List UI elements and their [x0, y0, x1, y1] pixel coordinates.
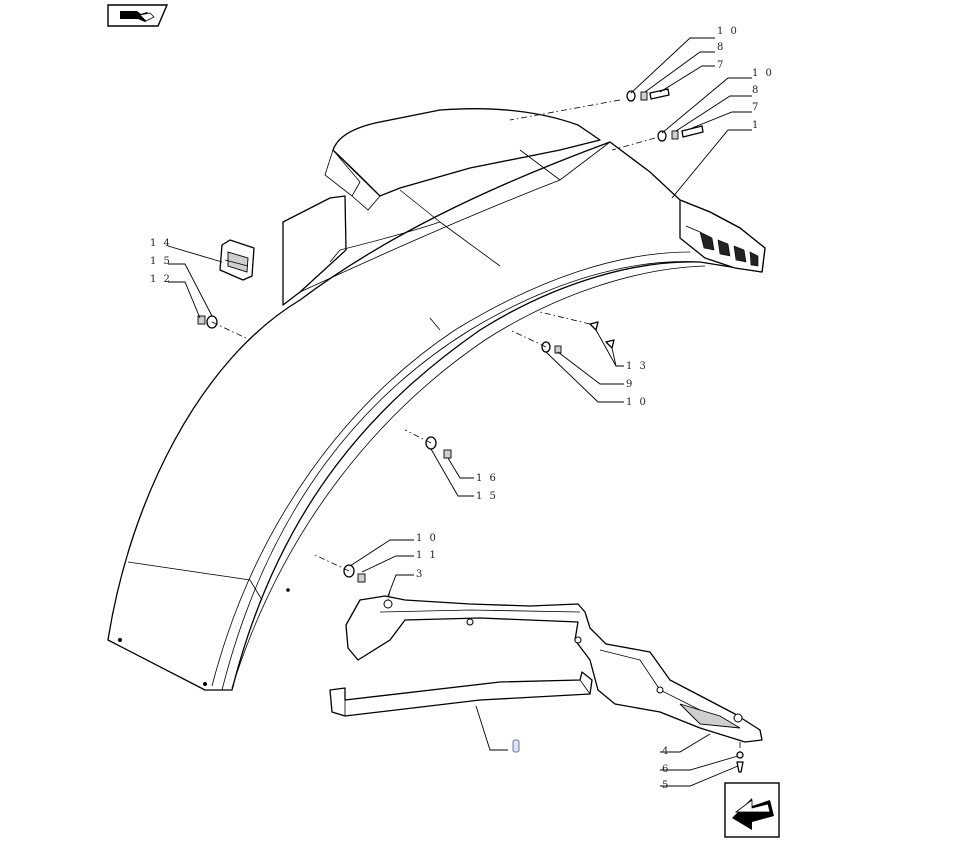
- fender-body: [107, 108, 766, 691]
- callout-12: 1 2: [150, 274, 172, 285]
- callout-3: 3: [416, 569, 424, 580]
- callout-1: 1: [752, 120, 760, 131]
- hardware-center: [541, 321, 615, 354]
- callout-7: 7: [717, 60, 725, 71]
- callout-10: 1 0: [717, 26, 739, 37]
- dash-lines: [211, 99, 741, 752]
- callout-16: 1 6: [476, 473, 498, 484]
- mounting-bracket: [329, 595, 763, 773]
- callout-10: 1 0: [626, 397, 648, 408]
- callout-4: 4: [662, 746, 670, 757]
- leader-lines: [167, 37, 752, 787]
- highlighted-part-marker[interactable]: [512, 739, 520, 753]
- callout-8: 8: [752, 85, 760, 96]
- callout-15: 1 5: [476, 491, 498, 502]
- callout-14: 1 4: [150, 238, 172, 249]
- callout-15: 1 5: [150, 256, 172, 267]
- hardware-lower: [343, 564, 366, 583]
- hardware-top: [626, 88, 704, 142]
- callout-13: 1 3: [626, 361, 648, 372]
- hardware-mid: [425, 436, 452, 459]
- callout-11: 1 1: [416, 550, 438, 561]
- callout-10: 1 0: [416, 533, 438, 544]
- callout-8: 8: [717, 42, 725, 53]
- callout-6: 6: [662, 764, 670, 775]
- callout-labels: 1 0 8 7 1 0 8 7 1 1 4 1 5 1 2 1 3 9 1 0 …: [150, 26, 774, 791]
- callout-9: 9: [626, 379, 634, 390]
- hardware-left: [197, 239, 255, 329]
- callout-5: 5: [662, 780, 670, 791]
- book-arrow-icon[interactable]: [107, 4, 169, 27]
- next-page-arrow-icon[interactable]: [724, 782, 780, 838]
- callout-10: 1 0: [752, 68, 774, 79]
- callout-7: 7: [752, 102, 760, 113]
